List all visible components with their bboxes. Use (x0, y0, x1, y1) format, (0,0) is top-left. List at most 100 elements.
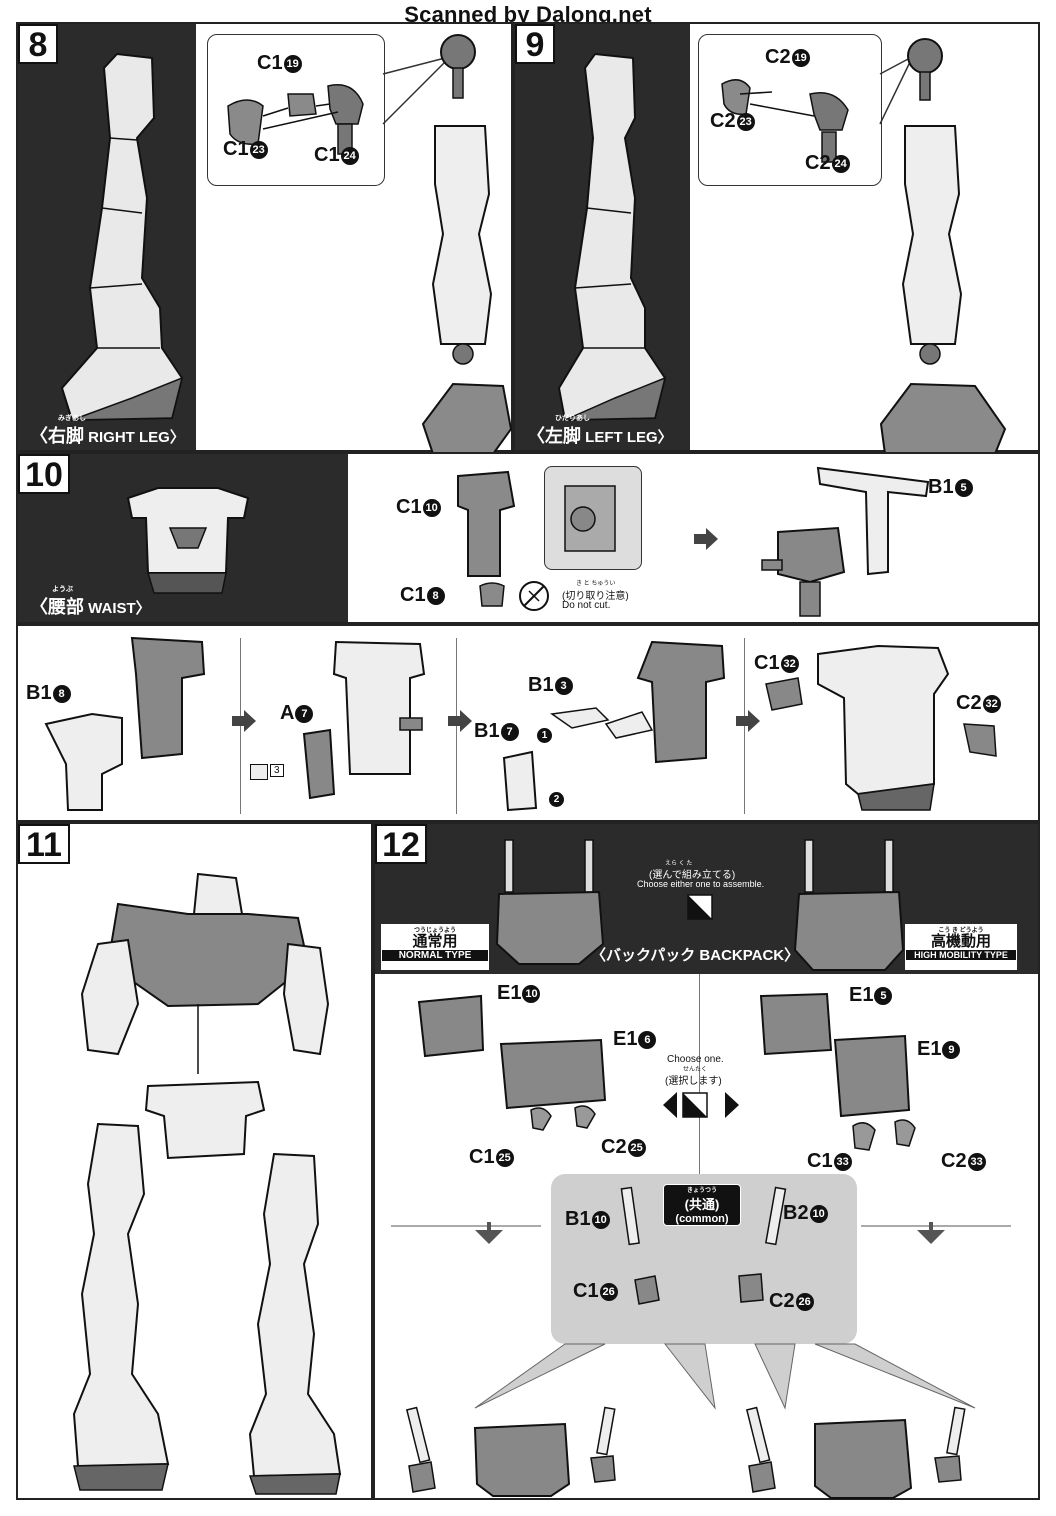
do-not-cut-en: Do not cut. (562, 600, 611, 611)
step-11-number: 11 (18, 824, 70, 864)
step-9-ruby: ひだりあし (555, 415, 590, 422)
common-label: きょうつう (共通) (common) (663, 1184, 741, 1226)
step-8-caption-en: RIGHT LEG〉 (88, 429, 185, 446)
common-en: (common) (675, 1213, 729, 1225)
backpack-high-mobility-preview (793, 839, 905, 971)
sprue-detail-figure (564, 485, 616, 552)
common-jp: (共通) (684, 1197, 720, 1212)
high-mobility-backpack-final (745, 1406, 966, 1499)
step-12-center-divider (699, 974, 700, 1174)
normal-backpack-parts (417, 994, 607, 1131)
choose-one-arrows-icon (663, 1092, 739, 1118)
sprue-detail-box (544, 466, 642, 570)
order-step-2: 2 (548, 791, 564, 809)
step-8-ruby: みぎあし (58, 415, 86, 422)
normal-type-jp: 通常用 (412, 933, 458, 950)
left-leg-preview-figure (557, 52, 667, 422)
step-10-caption-jp: 〈腰部 (30, 597, 84, 617)
step-11-panel: 11 (16, 822, 373, 1500)
nipper-tool-icon (250, 764, 268, 780)
step-10-arrow-4 (736, 710, 760, 732)
common-ruby: きょうつう (686, 1188, 717, 1194)
step-9-callout-pointer (879, 57, 911, 125)
step-10-part-c1-10 (457, 470, 516, 607)
step-9-caption: ひだりあし 〈左脚 LEFT LEG〉 (527, 415, 673, 448)
do-not-cut-ruby: き と ちゅうい (576, 581, 616, 587)
step-9-caption-en: LEFT LEG〉 (585, 429, 673, 446)
choose-en: Choose either one to assemble. (637, 879, 765, 889)
step-9-exploded-leg (879, 38, 1007, 455)
step-8-caption-jp: 〈右脚 (30, 426, 84, 446)
step-10-arrow-2 (232, 710, 256, 732)
right-down-arrow (861, 1222, 1011, 1244)
common-box-pointers (474, 1343, 976, 1410)
step-10-result-figure (761, 466, 930, 617)
right-leg-preview-figure (60, 52, 184, 422)
normal-backpack-final (405, 1406, 616, 1497)
step-10-final-waist-figure (765, 644, 997, 811)
choose-one-jp: (選択します) (665, 1076, 722, 1087)
step-10-caption: ようぶ 〈腰部 WAIST〉 (30, 586, 151, 619)
choose-one-en: Choose one. (667, 1054, 724, 1065)
choose-either-icon (687, 894, 713, 920)
step-10-sub-a-figure (44, 636, 206, 811)
backpack-caption: 〈バックパック BACKPACK〉 (591, 947, 800, 964)
step-9-callout-parts (721, 79, 849, 163)
high-mobility-label: こう き どうよう 高機動用 HIGH MOBILITY TYPE (905, 924, 1017, 970)
step-8-number: 8 (18, 24, 58, 64)
step-12-number: 12 (375, 824, 427, 864)
normal-type-ruby: つうじょうよう (413, 928, 456, 934)
do-not-cut-jp: (切り取り注意) (562, 591, 629, 602)
step-10-arrow-1 (694, 528, 718, 550)
high-mobility-en: HIGH MOBILITY TYPE (906, 950, 1016, 960)
common-antenna-parts (620, 1186, 787, 1305)
choose-jp: (選んで組み立てる) (649, 870, 736, 881)
step-9-number: 9 (515, 24, 555, 64)
no-scissors-icon (519, 581, 549, 611)
step-8-caption: みぎあし 〈右脚 RIGHT LEG〉 (30, 415, 185, 448)
step-8-exploded-leg (421, 34, 513, 455)
backpack-normal-preview (495, 839, 605, 965)
waist-preview-figure (126, 487, 250, 594)
step-8-callout-pointer (382, 57, 446, 125)
choose-ruby: えら く た (665, 861, 693, 867)
normal-type-label: つうじょうよう 通常用 NORMAL TYPE (381, 924, 489, 970)
left-down-arrow (391, 1222, 541, 1244)
step-10-number: 10 (18, 454, 70, 494)
tool-count: 3 (270, 764, 284, 777)
choose-one-ruby: せんたく (683, 1067, 708, 1073)
step-10-caption-en: WAIST〉 (88, 600, 151, 617)
normal-type-en: NORMAL TYPE (382, 950, 488, 961)
high-mobility-backpack-parts (759, 992, 916, 1151)
high-mobility-ruby: こう き どうよう (938, 928, 984, 934)
step-10-sub-c-figure (502, 640, 726, 812)
step-11-assembly-figure (72, 872, 342, 1495)
high-mobility-jp: 高機動用 (930, 933, 991, 950)
step-8-callout-parts (227, 84, 364, 155)
step-10-ruby: ようぶ (52, 586, 73, 593)
